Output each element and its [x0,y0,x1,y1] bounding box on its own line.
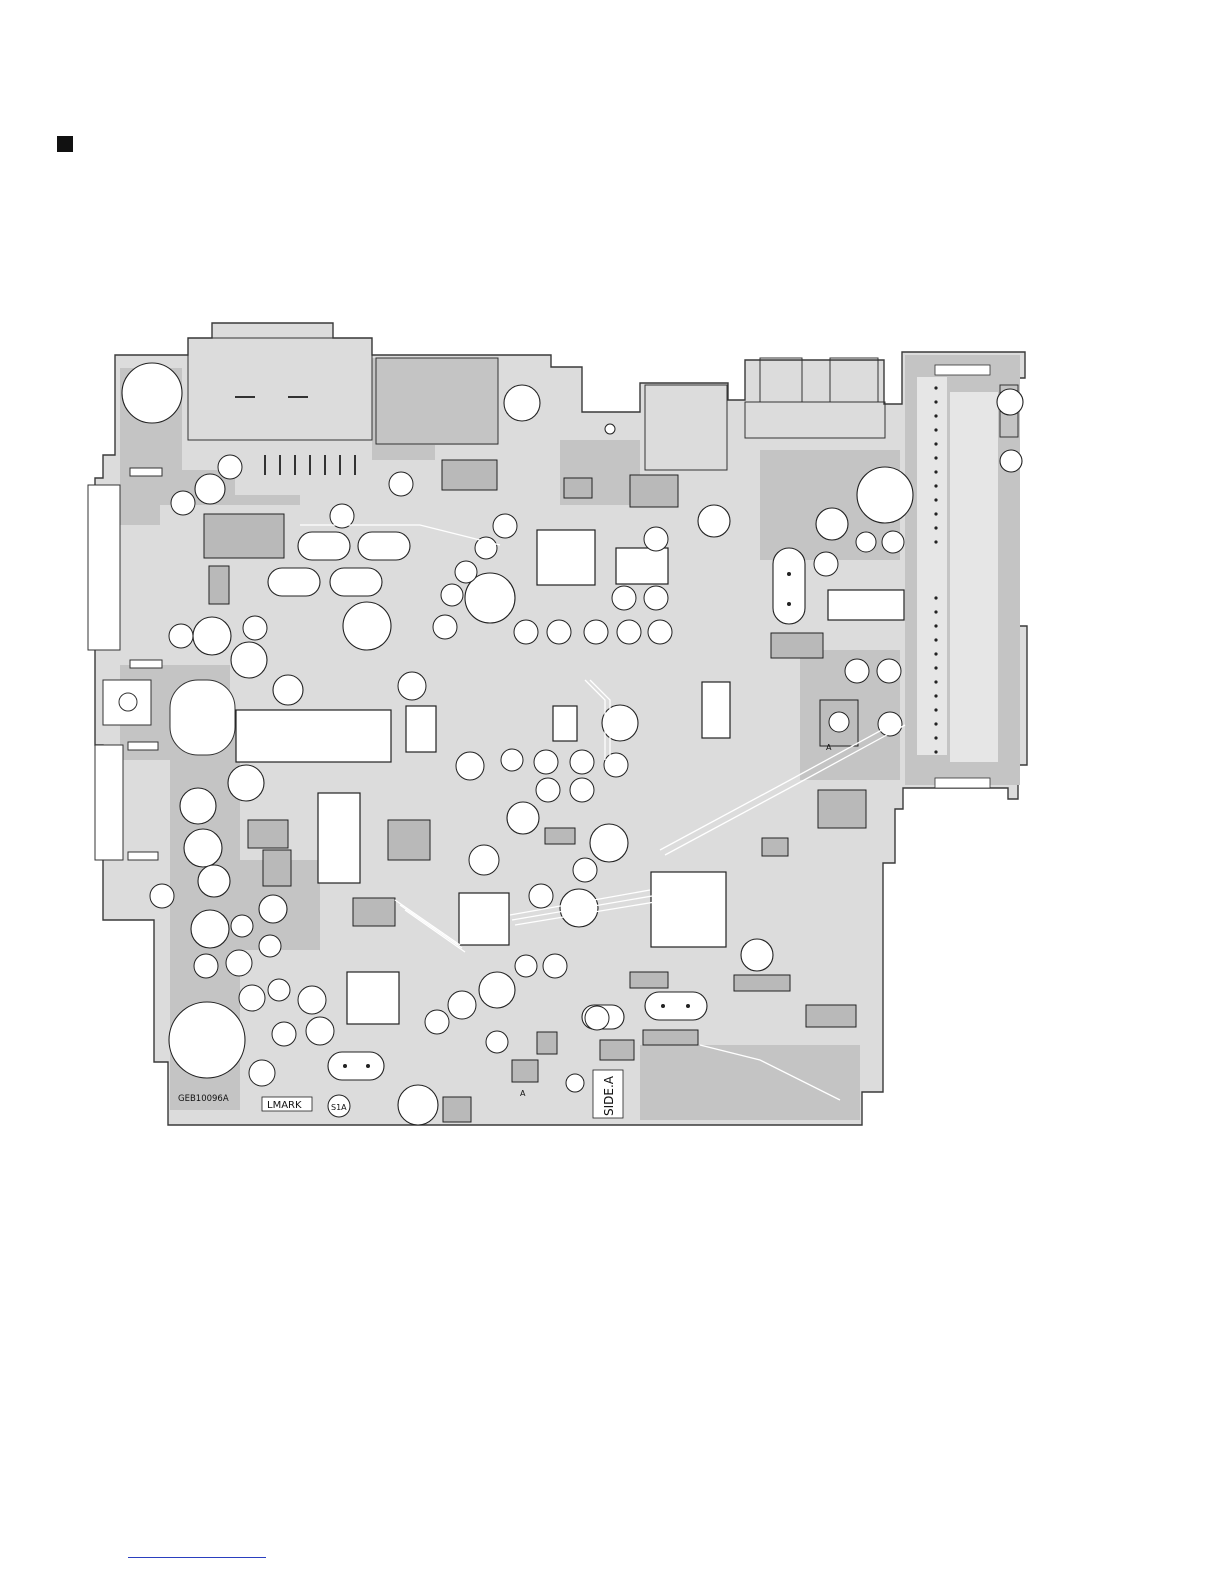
part-number-label: GEB10096A [178,1094,229,1104]
lead-mark-label: LMARK [267,1100,302,1111]
ref-a-label: A [826,743,832,752]
ic-upper-center [537,530,595,585]
speaker-cutout [170,680,235,755]
ref-a-label: A [520,1089,526,1098]
side-a-label: SIDE.A [602,1075,616,1116]
s1a-label: S1A [331,1103,347,1112]
left-connector-lower [95,745,123,860]
ic-lower-center [459,893,509,945]
ic-lower-right [651,872,726,947]
ic-left-wide [236,710,391,762]
ic-lower-left [347,972,399,1024]
left-connector-upper [88,485,120,650]
bottom-rule [128,1557,266,1558]
ic-left-vertical [318,793,360,883]
